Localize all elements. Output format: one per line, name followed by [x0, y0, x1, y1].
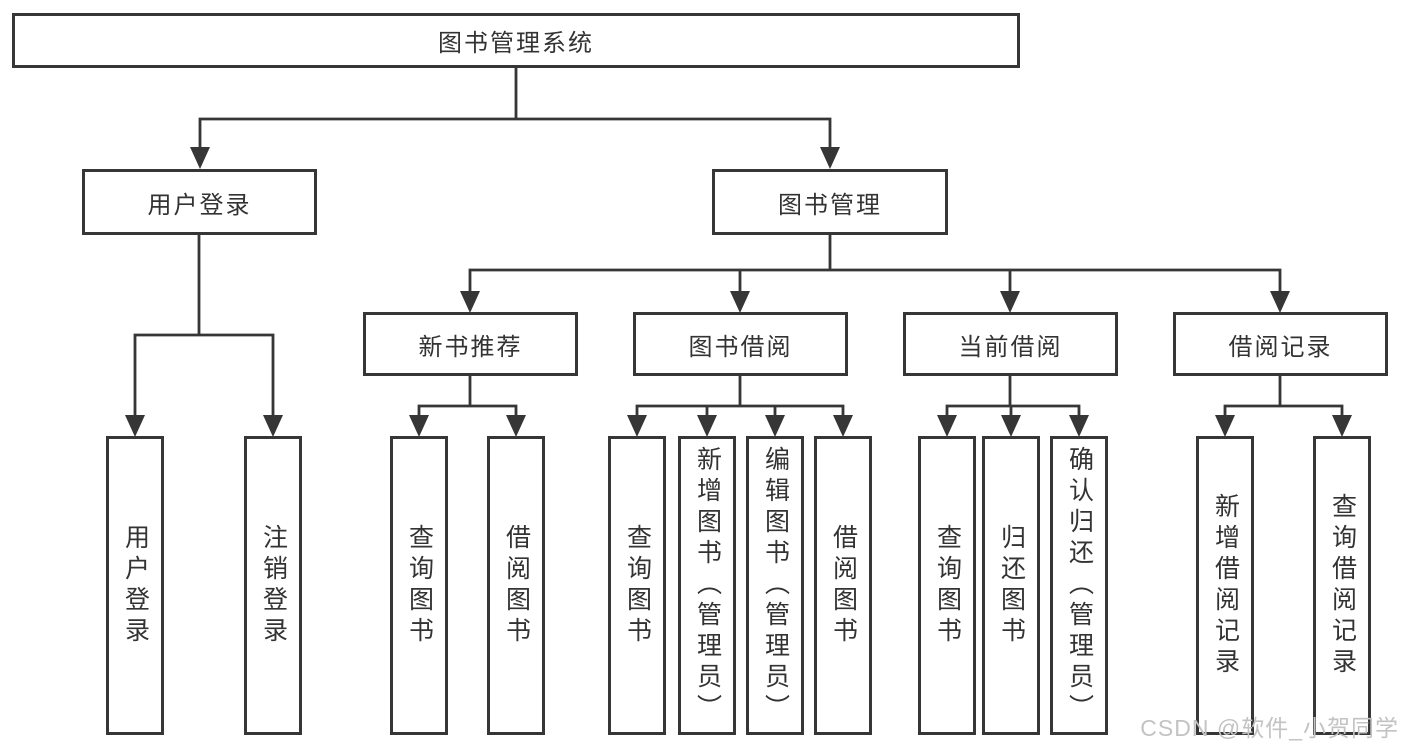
leaf-current-query-books: 查询图书: [918, 436, 976, 735]
leaf-logout: 注销登录: [244, 436, 302, 735]
node-user-login: 用户登录: [82, 169, 317, 235]
node-new-book-recommend: 新书推荐: [363, 312, 578, 376]
leaf-record-query-borrow-record: 查询借阅记录: [1313, 436, 1371, 735]
leaf-current-confirm-return-admin: 确认归还（管理员）: [1050, 436, 1108, 735]
node-book-management: 图书管理: [712, 169, 948, 235]
leaf-borrow-add-books-admin: 新增图书（管理员）: [678, 436, 736, 735]
leaf-borrow-borrow-books: 借阅图书: [814, 436, 872, 735]
node-borrow-record: 借阅记录: [1173, 312, 1388, 376]
node-current-borrow: 当前借阅: [903, 312, 1118, 376]
leaf-current-return-books: 归还图书: [982, 436, 1040, 735]
csdn-watermark: CSDN @软件_小贺同学: [1140, 715, 1399, 741]
leaf-newbook-query-books: 查询图书: [390, 436, 448, 735]
leaf-user-login: 用户登录: [106, 436, 164, 735]
node-book-borrow: 图书借阅: [633, 312, 848, 376]
leaf-newbook-borrow-books: 借阅图书: [487, 436, 545, 735]
leaf-borrow-query-books: 查询图书: [608, 436, 666, 735]
node-library-management-system: 图书管理系统: [12, 13, 1020, 68]
leaf-record-add-borrow-record: 新增借阅记录: [1196, 436, 1254, 735]
leaf-borrow-edit-books-admin: 编辑图书（管理员）: [746, 436, 804, 735]
